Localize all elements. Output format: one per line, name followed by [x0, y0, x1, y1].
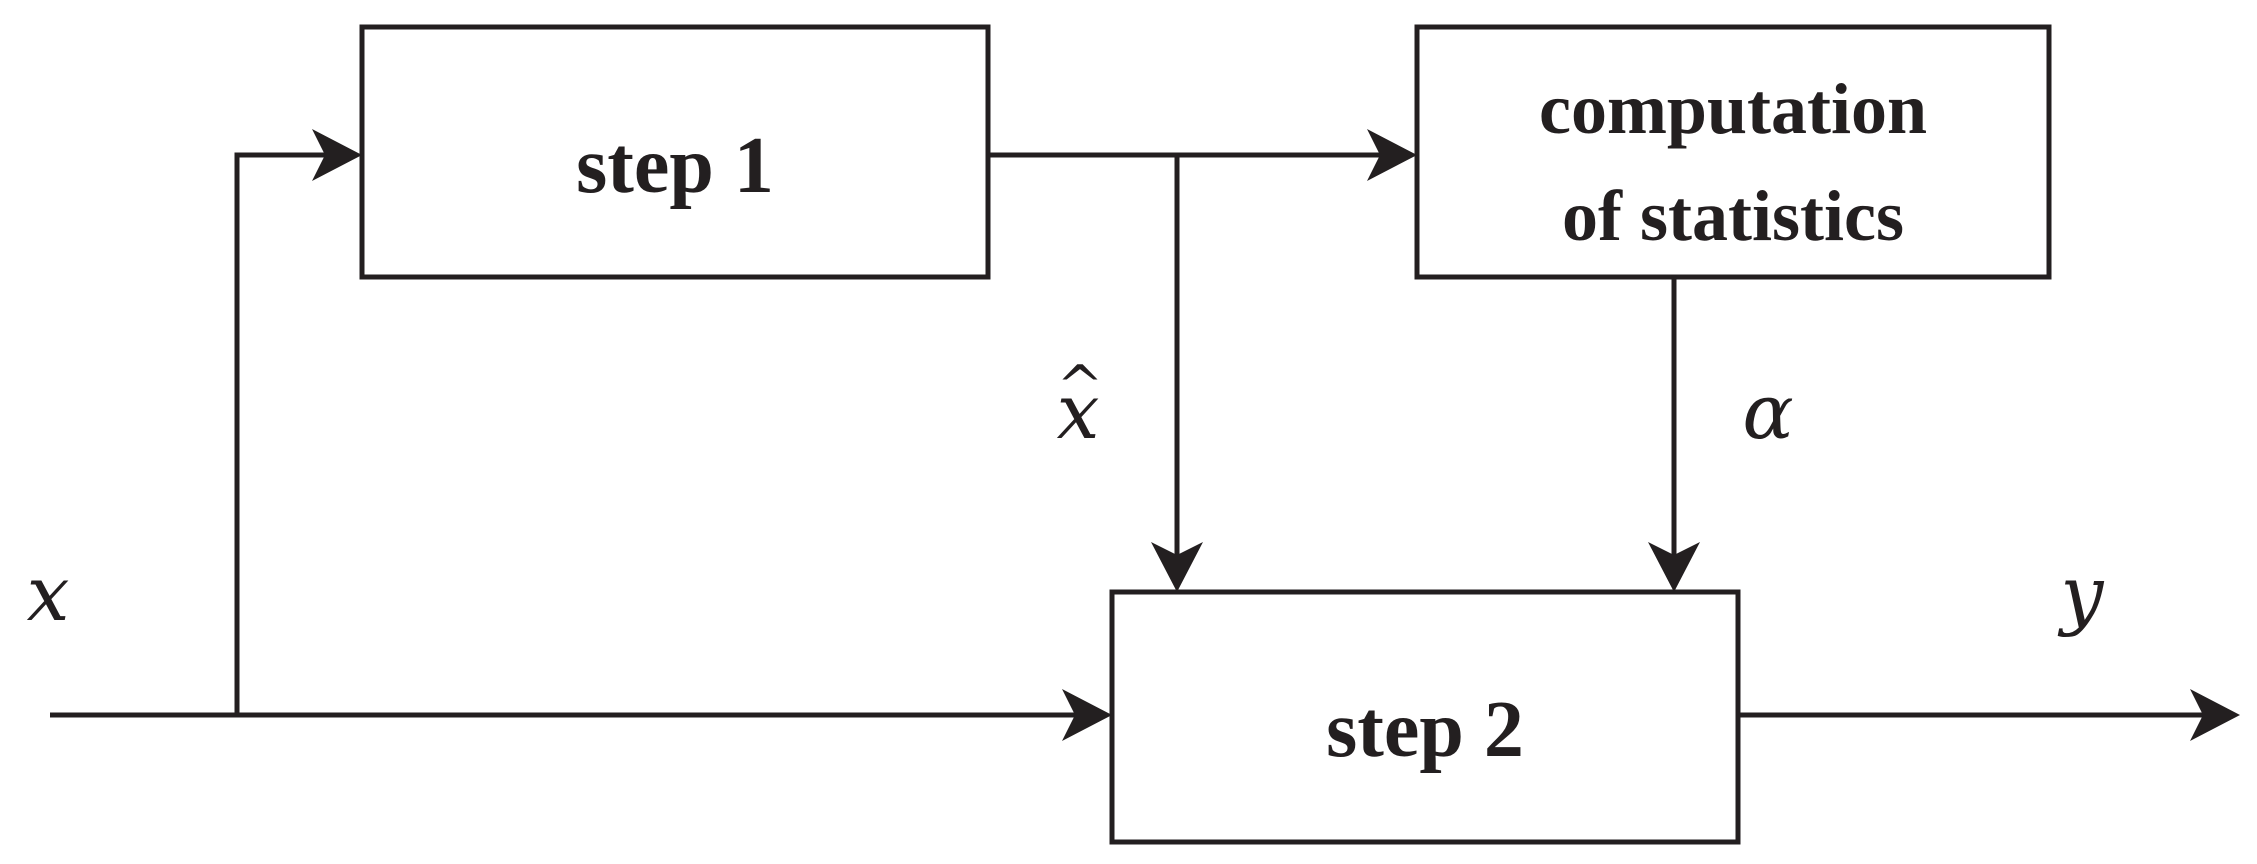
step2-block — [1109, 589, 1741, 845]
alpha-signal-label: α — [1742, 367, 1793, 456]
step1-block — [359, 24, 991, 280]
input-to-step2-arrow — [50, 689, 1112, 741]
step1-label: step 1 — [576, 122, 774, 210]
statistics-label-line1: computation — [1539, 69, 1927, 149]
estimate-signal-label: x — [1057, 367, 1100, 456]
estimate-hat-accent: ^ — [1057, 354, 1104, 419]
input-signal-label: x — [27, 549, 70, 638]
statistics-block — [1414, 24, 2052, 280]
branch-to-step1-arrow — [234, 129, 362, 715]
estimate-to-step2-arrow — [1151, 155, 1203, 592]
output-signal-label: y — [2058, 549, 2105, 638]
alpha-to-step2-arrow — [1648, 277, 1700, 592]
output-arrow — [1738, 689, 2240, 741]
step1-to-statistics-arrow — [988, 129, 1417, 181]
step2-label: step 2 — [1326, 686, 1524, 774]
statistics-label-line2: of statistics — [1562, 176, 1904, 256]
